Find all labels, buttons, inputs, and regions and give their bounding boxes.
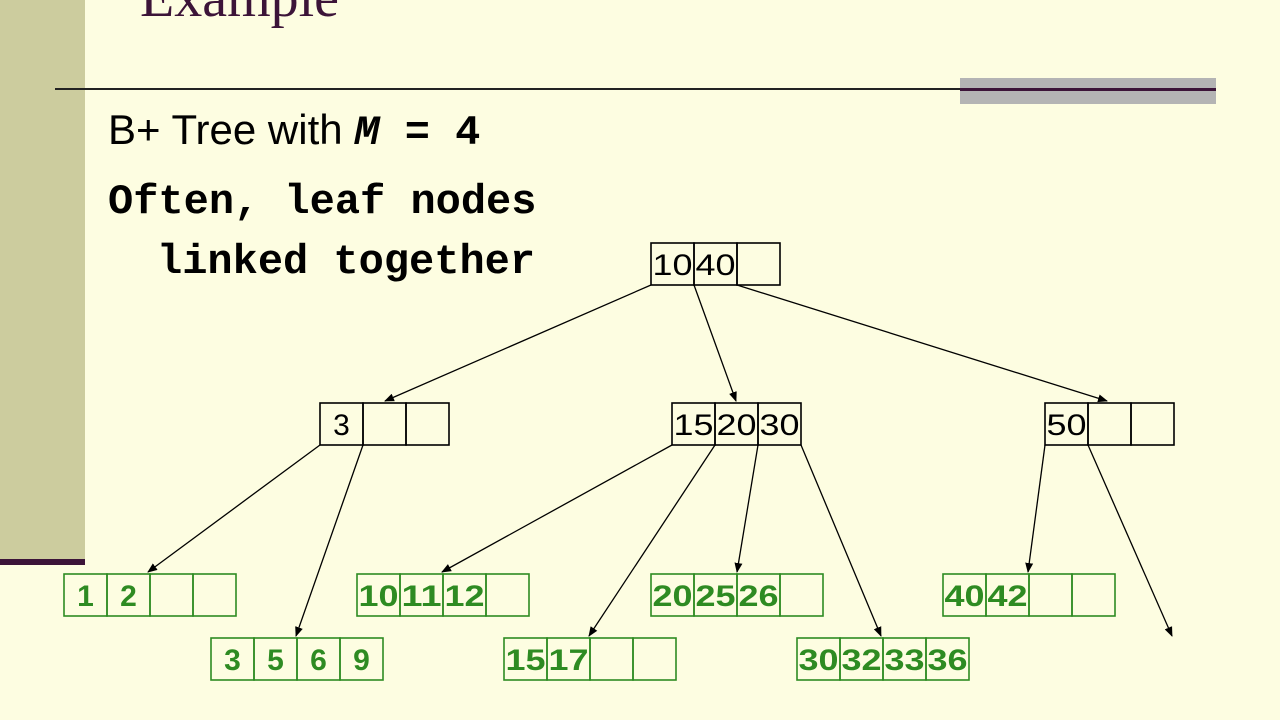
internal-edge [588,444,716,637]
leaf-node-key: 30 [799,644,839,677]
root-node-key: 40 [696,249,736,282]
leaf-node-key: 12 [445,580,485,613]
internal-node-key: 20 [717,409,757,442]
leaf-node-cell [1071,573,1116,617]
leaf-node-key: 9 [353,644,370,677]
leaf-node-key: 3 [224,644,241,677]
bullet-line-3: linked together [157,238,536,286]
leaf-node-key: 6 [310,644,327,677]
leaf-node-cell [192,573,237,617]
leaf-node-key: 40 [945,580,985,613]
leaf-node-cell [779,573,824,617]
internal-node-cell [1130,402,1175,446]
internal-node: 50 [1044,402,1175,446]
title-rule [55,88,1215,90]
internal-node-key: 30 [760,409,800,442]
internal-edge [295,444,364,637]
sidebar-accent [0,559,85,565]
leaf-node-key: 10 [359,580,399,613]
bullet-line-1-prefix: B+ Tree with [108,106,355,153]
leaf-node-key: 17 [549,644,589,677]
leaf-node-key: 20 [653,580,693,613]
leaf-node-key: 26 [739,580,779,613]
internal-edge [147,444,321,573]
root-edge [736,284,1108,403]
bullet-line-1-var: M [354,109,380,157]
root-node-key: 10 [653,249,693,282]
internal-edge [1025,444,1046,573]
leaf-node-key: 25 [696,580,736,613]
root-node-cell [736,242,781,286]
leaf-node-key: 11 [402,580,442,613]
leaf-node-cell [589,637,634,681]
leaf-node-key: 5 [267,644,284,677]
leaf-node-key: 32 [842,644,882,677]
internal-node-cell [1087,402,1132,446]
bullet-line-2: Often, leaf nodes [108,178,537,226]
tree-edges [147,284,1173,637]
leaf-node-cell [339,637,384,681]
leaf-node-cell [1028,573,1073,617]
title-accent-bar [960,78,1216,104]
internal-edge [734,444,759,573]
leaf-node-key: 33 [885,644,925,677]
internal-edge [800,444,882,637]
leaf-node-cell [485,573,530,617]
internal-node-cell [405,402,450,446]
internal-node: 3 [319,402,450,446]
internal-node-key: 3 [333,409,350,442]
leaf-node-key: 42 [988,580,1028,613]
internal-node-key: 50 [1047,409,1087,442]
leaf-node-key: 1 [77,580,94,613]
sidebar-band [0,0,85,562]
bullet-line-1: B+ Tree with M = 4 [108,106,480,157]
leaf-node-key: 2 [120,580,137,613]
internal-node-cell [757,402,802,446]
root-edge [384,284,652,402]
internal-edge [1087,444,1173,637]
root-edge [693,284,737,402]
internal-node-cell [362,402,407,446]
leaf-node-key: 36 [928,644,968,677]
leaf-node-cell [149,573,194,617]
internal-node-key: 15 [674,409,714,442]
leaf-node-key: 15 [506,644,546,677]
slide-title: Example [140,0,339,26]
internal-edge [441,444,673,573]
title-accent-line [960,88,1216,91]
leaf-node-cell [632,637,677,681]
bullet-line-1-rest: = 4 [379,109,481,157]
leaf-node-cell [925,637,970,681]
